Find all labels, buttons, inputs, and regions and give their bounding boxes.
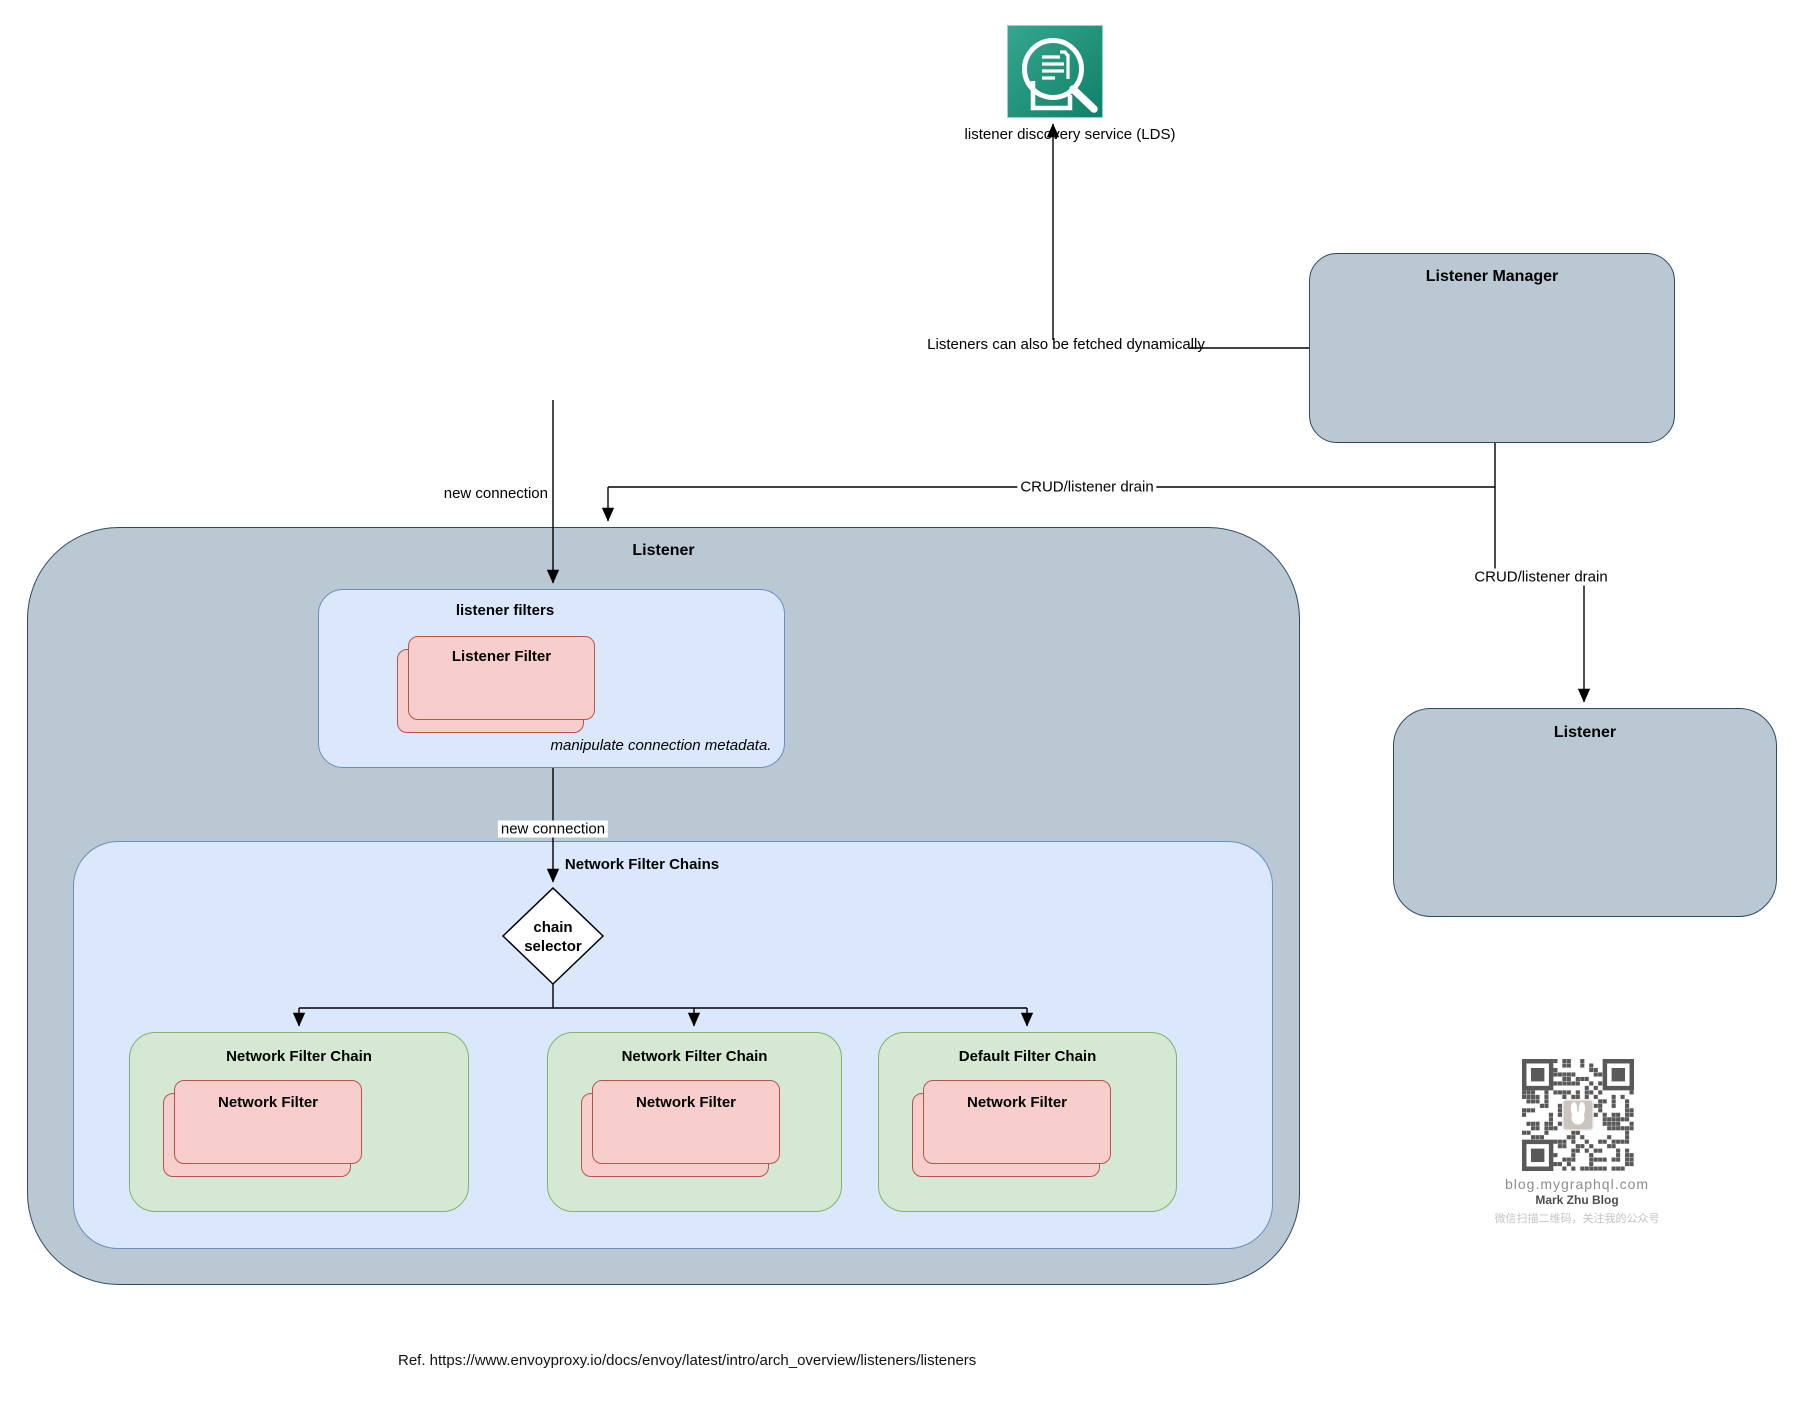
crud-listener-drain-label-main: CRUD/listener drain bbox=[1017, 478, 1157, 496]
listener-filter-label: Listener Filter bbox=[451, 648, 552, 665]
listener-side-title: Listener bbox=[1553, 724, 1617, 741]
new-connection-label-top: new connection bbox=[443, 485, 548, 502]
listener-manager-node bbox=[1309, 253, 1675, 443]
qr-site-text: blog.mygraphql.com bbox=[1504, 1176, 1650, 1192]
listener-side-node bbox=[1393, 708, 1777, 917]
listener-filter-node bbox=[408, 636, 595, 720]
listener-filters-note: manipulate connection metadata. bbox=[550, 737, 772, 754]
qr-author-text: Mark Zhu Blog bbox=[1535, 1193, 1619, 1207]
network-filter-node-1 bbox=[174, 1080, 362, 1164]
chain-selector-label: chain selector bbox=[524, 919, 582, 955]
qr-code bbox=[1522, 1059, 1634, 1171]
network-filter-chains-title: Network Filter Chains bbox=[564, 856, 720, 873]
network-filter-node-2 bbox=[592, 1080, 780, 1164]
lds-label: listener discovery service (LDS) bbox=[964, 126, 1176, 143]
chain-1-filter-label: Network Filter bbox=[217, 1094, 319, 1111]
chain-1-title: Network Filter Chain bbox=[226, 1048, 372, 1065]
reference-text: Ref. https://www.envoyproxy.io/docs/envo… bbox=[398, 1352, 977, 1369]
chain-3-title: Default Filter Chain bbox=[958, 1048, 1097, 1065]
new-connection-label-inner: new connection bbox=[497, 820, 609, 838]
network-filter-node-3 bbox=[923, 1080, 1111, 1164]
lds-icon bbox=[1007, 25, 1103, 118]
listener-title: Listener bbox=[632, 542, 695, 559]
qr-caption-text: 微信扫描二维码，关注我的公众号 bbox=[1494, 1213, 1660, 1225]
listener-manager-title: Listener Manager bbox=[1425, 268, 1559, 285]
fetched-dynamically-label: Listeners can also be fetched dynamicall… bbox=[927, 336, 1205, 353]
chain-2-filter-label: Network Filter bbox=[635, 1094, 737, 1111]
chain-3-filter-label: Network Filter bbox=[966, 1094, 1068, 1111]
listener-filters-title: listener filters bbox=[455, 602, 555, 619]
chain-2-title: Network Filter Chain bbox=[621, 1048, 768, 1065]
crud-listener-drain-label-side: CRUD/listener drain bbox=[1471, 568, 1611, 586]
